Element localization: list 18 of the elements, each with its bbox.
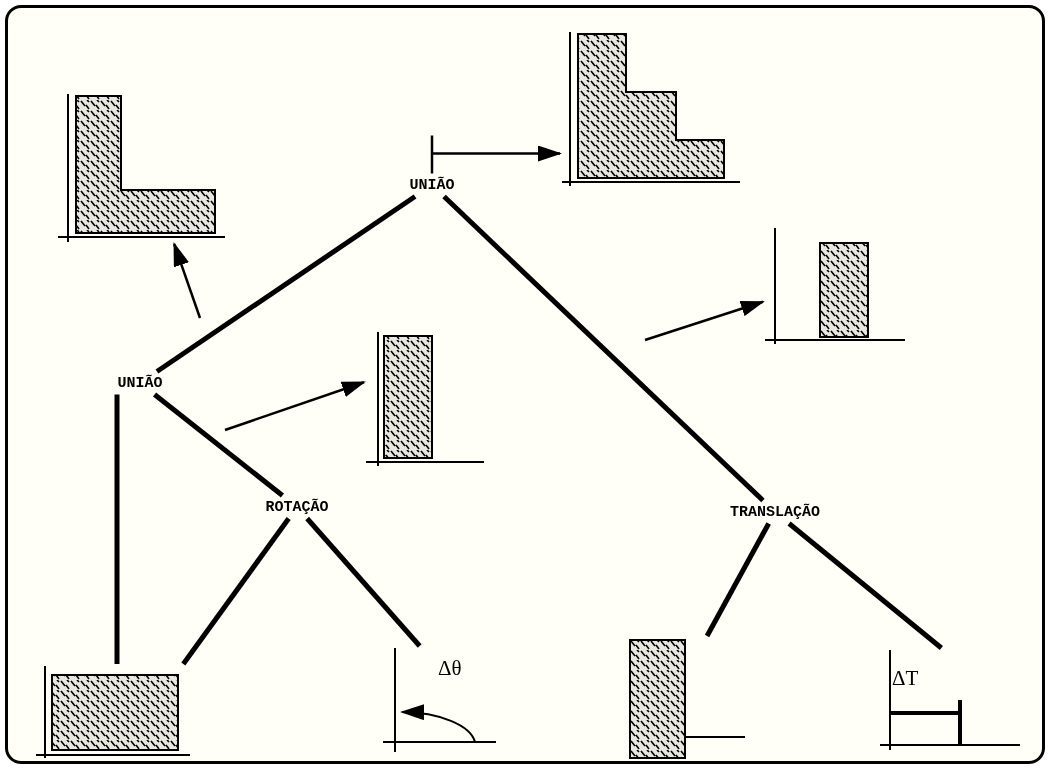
parameter-symbol: ΔT: [892, 668, 919, 689]
arrow: [173, 242, 202, 319]
tree-branch-line: [442, 194, 765, 503]
tree-branch-line: [787, 521, 943, 650]
tree-branch-line: [114, 394, 120, 664]
tree-branch-line: [153, 392, 284, 498]
operation-label: ROTAÇÃO: [261, 495, 333, 519]
tree-branch-line: [155, 194, 417, 374]
arrow: [430, 134, 562, 175]
tree-branch-line: [181, 517, 291, 666]
parameter-symbol: Δθ: [438, 658, 462, 679]
operation-label: UNIÃO: [405, 173, 459, 197]
operation-label: TRANSLAÇÃO: [726, 500, 824, 524]
tree-branch-line: [704, 522, 771, 638]
arrow: [224, 381, 366, 432]
arrow: [644, 300, 765, 342]
tree-branch-line: [305, 516, 422, 648]
operation-label: UNIÃO: [113, 371, 167, 395]
